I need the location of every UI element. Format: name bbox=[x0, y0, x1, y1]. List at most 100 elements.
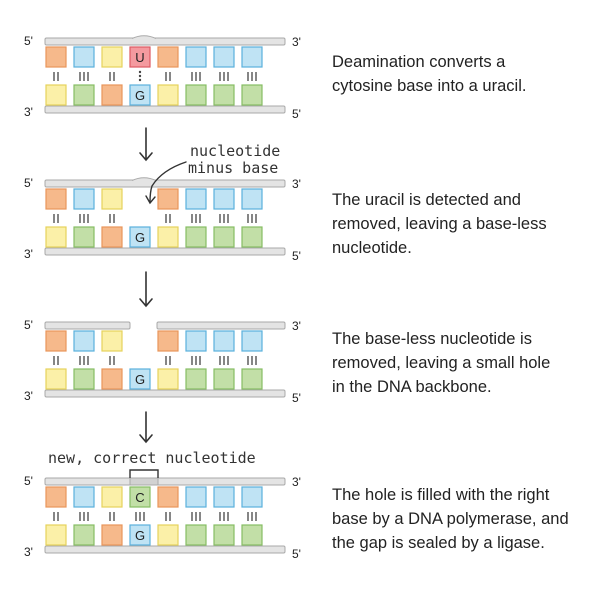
bottom-base bbox=[45, 84, 67, 106]
bottom-base bbox=[213, 84, 235, 106]
label-3-prime-bottom: 3' bbox=[24, 545, 33, 559]
annotation-curved-arrow bbox=[145, 161, 187, 205]
label-5-prime-top: 5' bbox=[24, 318, 33, 332]
bottom-backbone bbox=[44, 105, 286, 114]
top-base bbox=[157, 330, 179, 352]
down-arrow-2 bbox=[139, 271, 153, 308]
step-1-description: Deamination converts a cytosine base int… bbox=[332, 53, 527, 95]
top-backbone bbox=[44, 179, 286, 188]
top-base bbox=[157, 188, 179, 210]
uracil-base bbox=[129, 46, 151, 68]
top-base bbox=[213, 486, 235, 508]
paired-base-label: G bbox=[135, 372, 145, 387]
weak-bond-dot bbox=[138, 70, 142, 74]
top-base bbox=[157, 486, 179, 508]
paired-base bbox=[129, 524, 151, 546]
bottom-base bbox=[101, 524, 123, 546]
down-arrow-3 bbox=[139, 411, 153, 444]
bottom-base bbox=[157, 226, 179, 248]
bottom-base bbox=[213, 524, 235, 546]
bottom-backbone bbox=[44, 247, 286, 256]
top-backbone bbox=[44, 477, 286, 486]
label-5-prime-bottom: 5' bbox=[292, 249, 301, 263]
top-base bbox=[241, 188, 263, 210]
top-base bbox=[45, 330, 67, 352]
top-backbone-left bbox=[44, 321, 131, 330]
bottom-base bbox=[73, 84, 95, 106]
bottom-base bbox=[241, 368, 263, 390]
step-2-description: The uracil is detected and removed, leav… bbox=[332, 191, 547, 257]
bottom-base bbox=[241, 524, 263, 546]
bottom-base bbox=[185, 226, 207, 248]
label-3-prime-top: 3' bbox=[292, 475, 301, 489]
new-nucleotide-backbone bbox=[129, 477, 159, 486]
label-3-prime-bottom: 3' bbox=[24, 389, 33, 403]
top-base bbox=[185, 46, 207, 68]
label-3-prime-bottom: 3' bbox=[24, 105, 33, 119]
label-5-prime-bottom: 5' bbox=[292, 391, 301, 405]
bottom-base bbox=[45, 524, 67, 546]
label-5-prime-bottom: 5' bbox=[292, 107, 301, 121]
top-base bbox=[101, 330, 123, 352]
bottom-base bbox=[185, 524, 207, 546]
annotation-nucleotide-minus-base: minus base bbox=[188, 159, 278, 177]
top-base bbox=[73, 330, 95, 352]
bottom-base bbox=[213, 226, 235, 248]
top-base bbox=[45, 46, 67, 68]
bottom-base bbox=[101, 226, 123, 248]
top-base bbox=[213, 330, 235, 352]
new-base-label: C bbox=[135, 490, 144, 505]
nucleotide-bump bbox=[131, 35, 157, 39]
arrow-shape bbox=[139, 127, 153, 162]
bottom-base bbox=[241, 226, 263, 248]
step-3-description: The base-less nucleotide is removed, lea… bbox=[332, 330, 551, 396]
label-5-prime-top: 5' bbox=[24, 34, 33, 48]
bottom-base bbox=[73, 524, 95, 546]
uracil-base-label: U bbox=[135, 50, 144, 65]
bottom-base bbox=[157, 524, 179, 546]
label-5-prime-top: 5' bbox=[24, 176, 33, 190]
label-3-prime-top: 3' bbox=[292, 319, 301, 333]
arrow-shape bbox=[139, 411, 153, 444]
annotation-nucleotide-minus-base: nucleotide bbox=[190, 142, 280, 160]
nucleotide-bump bbox=[131, 177, 157, 181]
dna-step-3: 5' 3' 3' 5' G bbox=[24, 318, 301, 405]
paired-base bbox=[129, 226, 151, 248]
top-backbone-right bbox=[156, 321, 286, 330]
weak-bond-dot bbox=[138, 78, 142, 82]
top-base bbox=[185, 330, 207, 352]
annotation-bracket bbox=[129, 469, 159, 478]
label-3-prime-top: 3' bbox=[292, 35, 301, 49]
paired-base bbox=[129, 368, 151, 390]
top-base bbox=[213, 46, 235, 68]
dna-step-2: 5' 3' 3' 5' G bbox=[24, 176, 301, 263]
down-arrow-1 bbox=[139, 127, 153, 162]
weak-bond-dot bbox=[138, 74, 142, 78]
top-base bbox=[73, 46, 95, 68]
top-base bbox=[241, 330, 263, 352]
top-base bbox=[241, 46, 263, 68]
bottom-base bbox=[241, 84, 263, 106]
top-base bbox=[73, 486, 95, 508]
label-3-prime-top: 3' bbox=[292, 177, 301, 191]
bottom-backbone bbox=[44, 545, 286, 554]
bottom-base bbox=[157, 84, 179, 106]
bottom-base bbox=[101, 368, 123, 390]
top-base bbox=[101, 46, 123, 68]
bottom-base bbox=[185, 84, 207, 106]
bottom-base bbox=[45, 226, 67, 248]
label-3-prime-bottom: 3' bbox=[24, 247, 33, 261]
bottom-backbone bbox=[44, 389, 286, 398]
paired-base-label: G bbox=[135, 230, 145, 245]
bottom-base bbox=[185, 368, 207, 390]
top-base bbox=[157, 46, 179, 68]
top-base bbox=[45, 188, 67, 210]
label-5-prime-top: 5' bbox=[24, 474, 33, 488]
top-base bbox=[185, 486, 207, 508]
top-base bbox=[213, 188, 235, 210]
dna-step-1: 5'3'3'5'GU bbox=[24, 34, 301, 121]
bottom-base bbox=[157, 368, 179, 390]
arrow-shape bbox=[139, 271, 153, 308]
label-5-prime-bottom: 5' bbox=[292, 547, 301, 561]
